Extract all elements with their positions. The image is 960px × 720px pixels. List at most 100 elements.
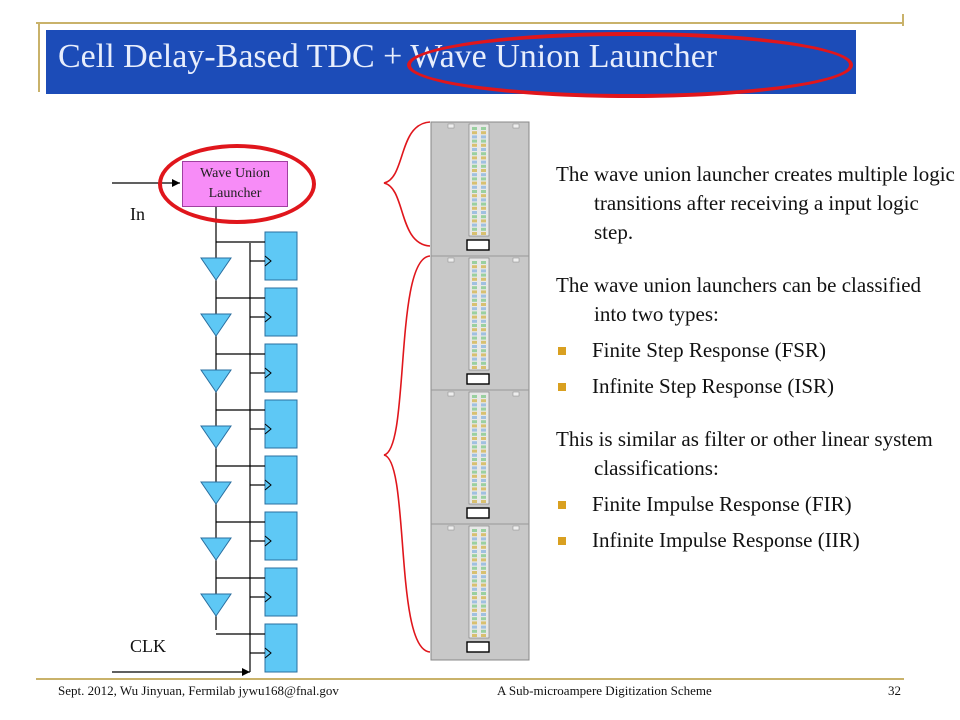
logic-cell — [481, 139, 486, 143]
bullet-text: Finite Impulse Response (FIR) — [592, 492, 852, 516]
logic-cell — [472, 290, 477, 294]
logic-cell — [481, 541, 486, 545]
logic-cell — [481, 529, 486, 532]
flipflop — [264, 287, 298, 337]
flipflop-clock-marker — [264, 647, 272, 659]
logic-cell — [481, 298, 486, 302]
footer-title: A Sub-microampere Digitization Scheme — [497, 683, 712, 698]
logic-cell — [481, 232, 486, 235]
logic-cell — [472, 181, 477, 185]
logic-cell — [481, 583, 486, 587]
flipflop-clock-marker — [264, 591, 272, 603]
logic-cell — [472, 424, 477, 428]
logic-cell — [472, 500, 477, 503]
logic-cell — [472, 215, 477, 219]
title-highlight-ellipse — [407, 32, 853, 98]
logic-cell — [472, 416, 477, 419]
logic-cell — [481, 617, 486, 621]
logic-cell — [481, 160, 486, 164]
logic-cell — [472, 466, 477, 470]
logic-cell — [481, 332, 486, 336]
logic-cell — [481, 487, 486, 491]
logic-cell — [481, 307, 486, 311]
logic-cell — [472, 432, 477, 436]
clock-label: CLK — [130, 636, 166, 656]
logic-cell — [472, 261, 477, 264]
logic-cell — [472, 445, 477, 449]
logic-cell — [472, 160, 477, 164]
logic-cell — [472, 211, 477, 214]
logic-cell — [472, 491, 477, 495]
left-frame-line — [38, 22, 40, 92]
logic-cell — [481, 604, 486, 608]
logic-cell — [472, 190, 477, 193]
layout-pad — [447, 525, 455, 531]
logic-cell — [472, 483, 477, 487]
logic-cell — [481, 290, 486, 294]
logic-cell — [481, 181, 486, 185]
logic-cell — [472, 185, 477, 189]
logic-cell — [481, 587, 486, 591]
logic-cell — [472, 558, 477, 562]
logic-cell — [472, 600, 477, 604]
logic-cell — [472, 621, 477, 625]
logic-cell — [472, 227, 477, 231]
layout-pad — [512, 391, 520, 397]
logic-cell — [481, 470, 486, 474]
logic-cell — [481, 177, 486, 181]
logic-cell — [472, 349, 477, 353]
logic-cell — [472, 143, 477, 147]
flipflop — [264, 231, 298, 281]
logic-cell — [481, 566, 486, 570]
logic-cell — [481, 403, 486, 407]
logic-cell — [481, 190, 486, 193]
logic-cell — [472, 470, 477, 474]
logic-cell — [472, 156, 477, 160]
logic-cell — [472, 583, 477, 587]
logic-cell — [481, 554, 486, 558]
logic-cell — [481, 265, 486, 269]
logic-cell — [481, 592, 486, 595]
logic-cell — [481, 173, 486, 177]
logic-cell — [472, 533, 477, 537]
logic-cell — [472, 277, 477, 281]
logic-cell — [481, 215, 486, 219]
logic-cell — [481, 579, 486, 583]
logic-cell — [472, 177, 477, 181]
logic-cell — [481, 340, 486, 344]
logic-cell — [481, 462, 486, 466]
logic-cell — [472, 202, 477, 206]
logic-cell — [472, 286, 477, 290]
launcher-highlight-ellipse — [158, 144, 316, 224]
paragraph-launcher: The wave union launcher creates multiple… — [556, 162, 955, 244]
logic-cell — [472, 403, 477, 407]
logic-cell — [481, 474, 486, 478]
logic-cell — [481, 466, 486, 470]
logic-cell — [472, 437, 477, 440]
logic-cell — [481, 328, 486, 332]
logic-cell — [472, 307, 477, 311]
logic-cell — [472, 282, 477, 285]
logic-cell — [472, 328, 477, 332]
delay-buffer — [200, 313, 232, 337]
flipflop-clock-marker — [264, 367, 272, 379]
flipflop — [264, 511, 298, 561]
logic-cell — [472, 545, 477, 549]
logic-cell — [481, 437, 486, 440]
brace-launcher — [383, 121, 431, 247]
logic-cell — [481, 185, 486, 189]
logic-cell — [481, 143, 486, 147]
logic-cell — [481, 319, 486, 323]
footer-author: Sept. 2012, Wu Jinyuan, Fermilab jywu168… — [58, 683, 339, 698]
bullet-marker — [558, 537, 566, 545]
layout-pad — [447, 123, 455, 129]
logic-cell — [472, 194, 477, 198]
logic-cell — [472, 169, 477, 172]
logic-cell — [481, 169, 486, 172]
logic-cell — [472, 407, 477, 411]
logic-cell — [481, 399, 486, 403]
logic-cell — [472, 411, 477, 415]
logic-cell — [472, 353, 477, 357]
logic-cell — [472, 562, 477, 566]
